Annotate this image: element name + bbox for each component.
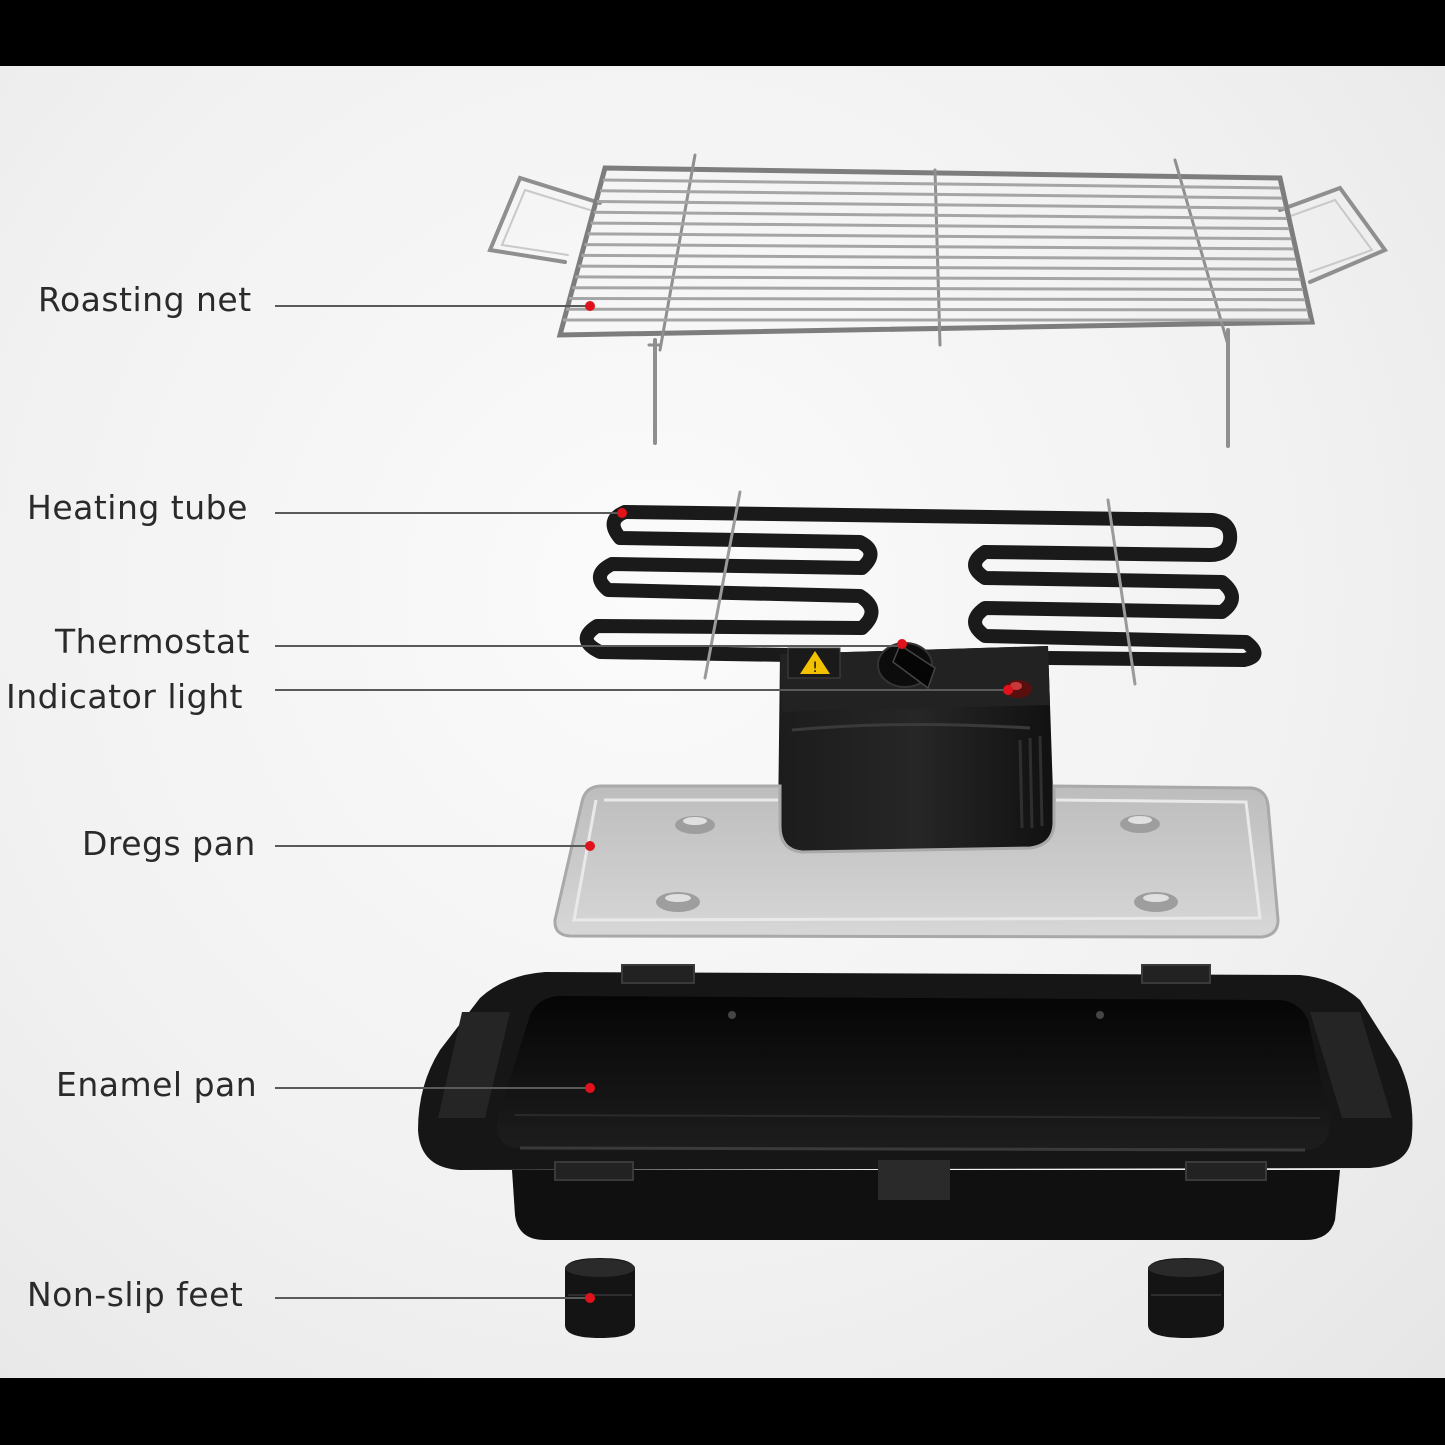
marker-dot-roasting-net bbox=[585, 301, 595, 311]
marker-dot-enamel-pan bbox=[585, 1083, 595, 1093]
marker-dots bbox=[585, 301, 1013, 1303]
label-heating-tube: Heating tube bbox=[27, 488, 248, 527]
enamel-pan-image bbox=[418, 964, 1413, 1240]
roasting-net-wire bbox=[566, 307, 1308, 312]
marker-dot-thermostat bbox=[897, 639, 907, 649]
dregs-pan-image bbox=[553, 784, 1280, 939]
roasting-net-image bbox=[487, 153, 1389, 448]
roasting-net-wire bbox=[581, 253, 1297, 261]
roasting-net-wire bbox=[590, 221, 1290, 231]
marker-dot-heating-tube bbox=[617, 508, 627, 518]
roasting-net-wires bbox=[563, 178, 1310, 322]
label-non-slip-feet: Non-slip feet bbox=[27, 1275, 244, 1314]
roasting-net-wire bbox=[593, 210, 1287, 220]
label-indicator-light: Indicator light bbox=[6, 677, 243, 716]
marker-dot-dregs-pan bbox=[585, 841, 595, 851]
warning-sticker-icon bbox=[800, 651, 830, 674]
roasting-net-wire bbox=[578, 264, 1299, 271]
thermostat-box-image: ! bbox=[778, 642, 1054, 852]
roasting-net-wire bbox=[596, 200, 1285, 210]
marker-dot-non-slip-feet bbox=[585, 1293, 595, 1303]
roasting-net-wire bbox=[575, 275, 1301, 281]
diagram-stage: ! bbox=[0, 66, 1445, 1378]
leader-lines bbox=[275, 305, 1008, 1299]
label-enamel-pan: Enamel pan bbox=[56, 1065, 258, 1104]
roasting-net-wire bbox=[587, 232, 1292, 241]
label-dregs-pan: Dregs pan bbox=[82, 824, 256, 863]
svg-text:!: ! bbox=[812, 660, 818, 676]
roasting-net-wire bbox=[599, 189, 1283, 200]
roasting-net-wire bbox=[584, 243, 1294, 251]
roasting-net-wire bbox=[602, 178, 1281, 190]
grill-exploded-view: ! bbox=[275, 153, 1413, 1338]
roasting-net-wire bbox=[569, 296, 1306, 302]
non-slip-feet-image bbox=[565, 1258, 1224, 1338]
roasting-net-wire bbox=[572, 286, 1304, 292]
label-roasting-net: Roasting net bbox=[38, 280, 252, 319]
label-thermostat: Thermostat bbox=[55, 622, 250, 661]
marker-dot-indicator-light bbox=[1003, 685, 1013, 695]
